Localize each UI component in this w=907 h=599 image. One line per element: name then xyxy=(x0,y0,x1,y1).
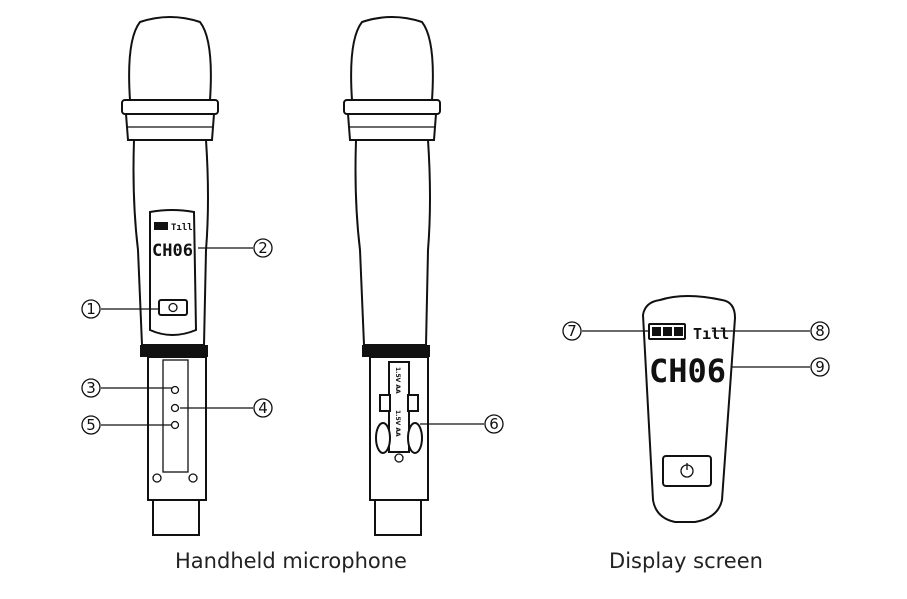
display-screen: Tıll CH06 xyxy=(641,295,737,523)
callout-3: 3 xyxy=(86,379,96,397)
callout-9: 9 xyxy=(815,358,825,376)
display-channel: CH06 xyxy=(649,352,726,390)
mic-collar xyxy=(140,345,208,357)
indicator-4 xyxy=(170,403,180,413)
callout-4: 4 xyxy=(258,399,268,417)
callout-lines xyxy=(101,247,810,426)
battery-label-2: 1.5V AA xyxy=(394,410,401,437)
callout-6: 6 xyxy=(489,415,499,433)
caption-display: Display screen xyxy=(609,549,763,573)
battery-icon xyxy=(154,222,168,230)
battery-label-1: 1.5V AA xyxy=(394,367,401,394)
caption-handheld: Handheld microphone xyxy=(175,549,407,573)
mic-ring xyxy=(121,99,219,115)
callouts: 1 2 3 4 5 6 7 8 9 xyxy=(81,238,830,435)
callout-1: 1 xyxy=(86,300,96,318)
callout-8: 8 xyxy=(815,322,825,340)
callout-7: 7 xyxy=(567,322,577,340)
mic-grille xyxy=(128,16,212,101)
power-button[interactable] xyxy=(158,299,188,316)
signal-icon: Tıll xyxy=(171,223,193,233)
display-power-button[interactable] xyxy=(662,455,712,487)
indicator-3 xyxy=(170,385,180,395)
handheld-mic-front: Tıll CH06 xyxy=(121,16,219,536)
xlr-connector xyxy=(152,499,200,536)
handheld-mic-back: 1.5V AA 1.5V AA xyxy=(343,16,441,536)
display-signal-icon: Tıll xyxy=(693,325,729,343)
callout-5: 5 xyxy=(86,416,96,434)
mic-channel-display: CH06 xyxy=(152,241,193,261)
callout-2: 2 xyxy=(258,239,268,257)
